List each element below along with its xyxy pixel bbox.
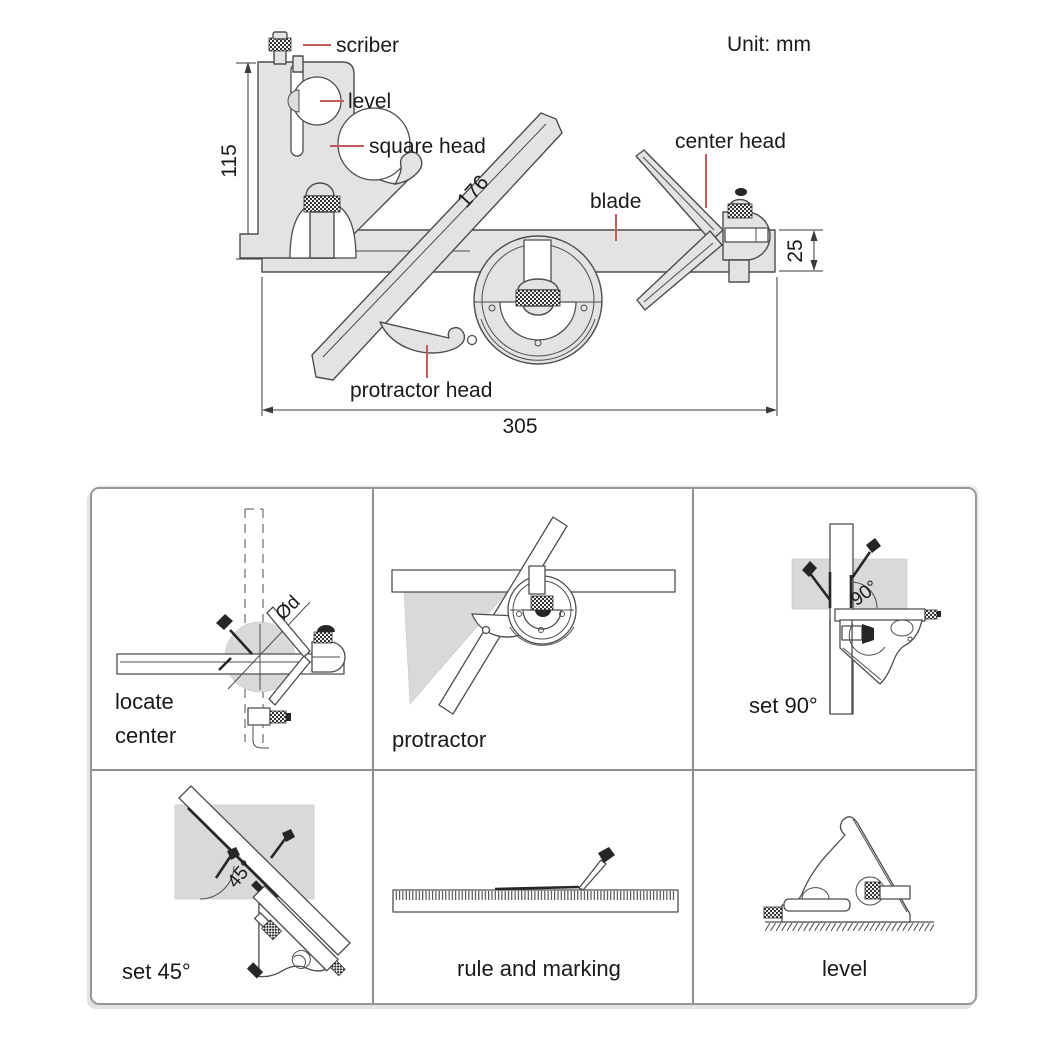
caption-set-45: set 45° xyxy=(122,959,191,984)
leader-lines xyxy=(303,44,707,378)
grid-divider-vertical-1 xyxy=(372,489,374,1003)
grid-divider-vertical-2 xyxy=(692,489,694,1003)
label-level: level xyxy=(348,90,391,113)
label-blade: blade xyxy=(590,190,641,213)
center-head-drawing xyxy=(635,149,771,311)
scriber-rod xyxy=(273,49,287,65)
cell-set-90: 90° xyxy=(791,523,941,715)
caption-level: level xyxy=(822,956,868,981)
protractor-head-drawing xyxy=(311,112,563,381)
protractor-dial xyxy=(473,235,603,365)
cell-set-45: 45° xyxy=(174,785,351,979)
tool-overview-drawing: scriber level square head center head bl… xyxy=(218,31,823,438)
dim-305-text: 305 xyxy=(502,415,537,438)
square-head-drawing xyxy=(239,31,423,259)
unit-label: Unit: mm xyxy=(727,33,811,56)
usage-panel: Ød xyxy=(90,487,977,1005)
cell-rule-marking xyxy=(392,847,679,913)
scriber-knurled-cap xyxy=(268,37,292,52)
label-center-head: center head xyxy=(675,130,786,153)
grid-divider-horizontal xyxy=(92,769,975,771)
label-scriber: scriber xyxy=(336,34,399,57)
dimension-305 xyxy=(261,277,778,416)
center-head-knurled-nut xyxy=(727,203,753,219)
caption-set-90: set 90° xyxy=(749,693,818,718)
caption-protractor: protractor xyxy=(392,727,487,752)
level-vial xyxy=(783,898,851,912)
dimension-25 xyxy=(779,229,823,272)
label-square-head: square head xyxy=(369,135,486,158)
lock-nut-cap xyxy=(305,182,335,197)
caption-rule-marking: rule and marking xyxy=(457,956,621,981)
dim-115-text: 115 xyxy=(218,144,241,177)
scriber-pen xyxy=(578,859,607,891)
label-protractor-head: protractor head xyxy=(350,379,492,402)
lock-nut-knurl xyxy=(303,195,341,213)
ground-hatching xyxy=(765,923,934,932)
cell-protractor xyxy=(391,516,676,715)
cell-level xyxy=(763,816,934,932)
caption-locate-center: locate center xyxy=(115,689,177,748)
dial-knurled-nut xyxy=(515,289,561,307)
ruler-ticks xyxy=(395,891,676,911)
cell-locate-center: Ød xyxy=(116,508,346,749)
dim-25-text: 25 xyxy=(784,239,807,262)
